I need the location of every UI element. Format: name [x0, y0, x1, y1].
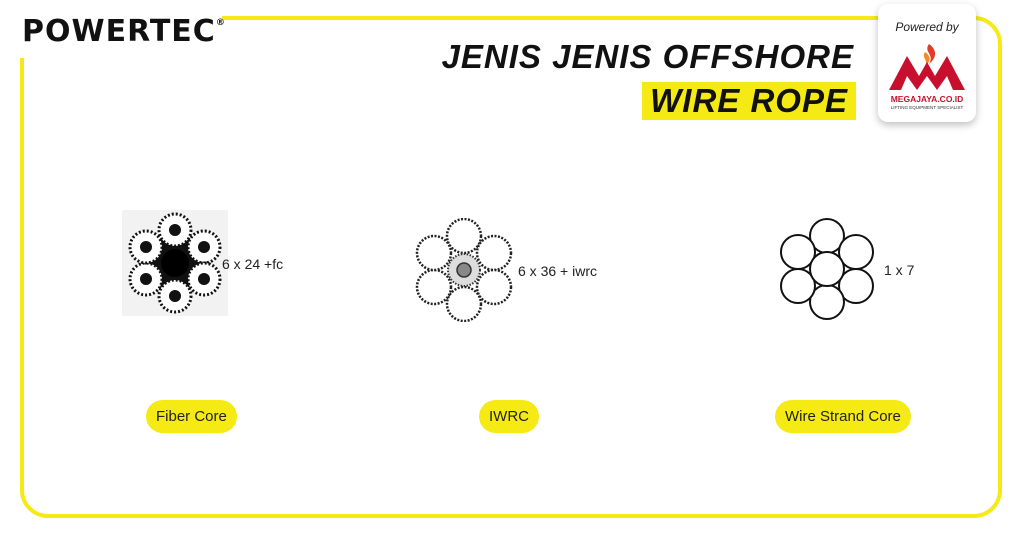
fiber-core-spec: 6 x 24 +fc: [222, 256, 284, 272]
megajaya-logo-icon: [889, 44, 965, 90]
megajaya-tagline: LIFTING EQUIPMENT SPECIALIST: [890, 105, 964, 110]
page-title-line2: WIRE ROPE: [642, 82, 856, 120]
content-frame: [20, 16, 1002, 518]
iwrc-cross-section: [415, 218, 513, 322]
powered-by-label: Powered by: [895, 20, 959, 34]
powertec-logo: POWERTEC®: [22, 14, 226, 49]
fiber-core-label: Fiber Core: [146, 400, 237, 433]
wire-strand-label: Wire Strand Core: [775, 400, 911, 433]
powered-by-badge: Powered by MEGAJAYA.CO.ID LIFTING EQUIPM…: [878, 4, 976, 122]
page-title-line1: JENIS JENIS OFFSHORE: [441, 38, 854, 75]
iwrc-label: IWRC: [479, 400, 539, 433]
wire-strand-spec: 1 x 7: [884, 262, 915, 278]
megajaya-name: MEGAJAYA.CO.ID: [890, 94, 964, 104]
fiber-core-cross-section: [122, 210, 228, 316]
wire-strand-cross-section: [780, 218, 874, 320]
iwrc-spec: 6 x 36 + iwrc: [518, 263, 597, 279]
